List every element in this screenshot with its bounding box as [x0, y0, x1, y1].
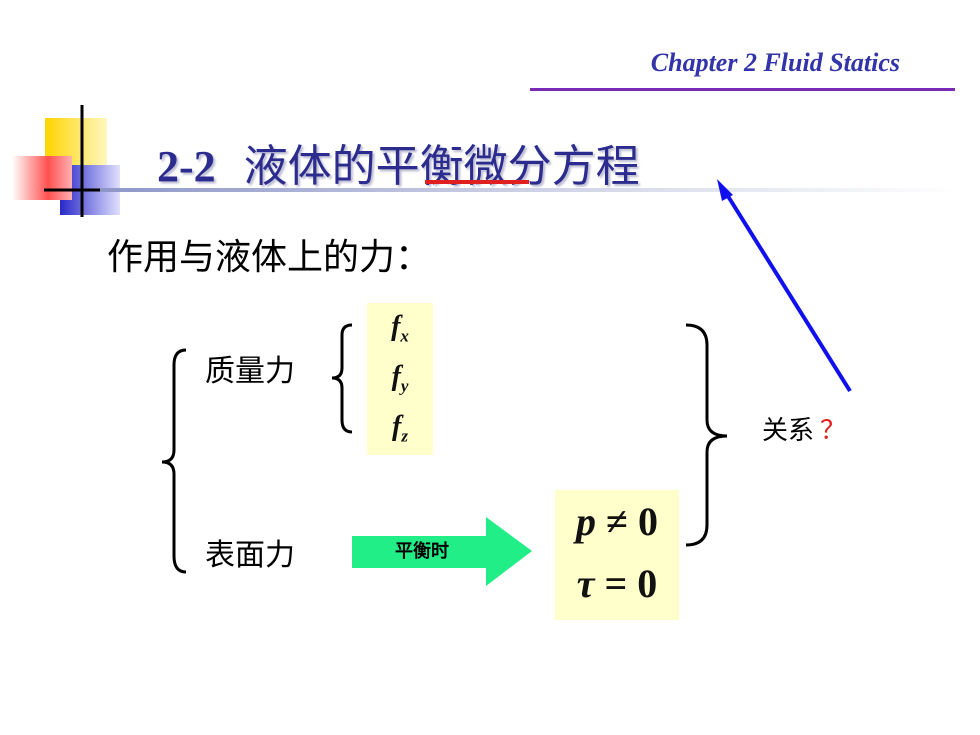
chapter-rule [530, 88, 955, 91]
balance-arrow [352, 517, 532, 586]
component-fy: fy [391, 361, 409, 396]
subtitle: 作用与液体上的力： [107, 237, 432, 278]
question-mark: ？ [820, 416, 847, 446]
mass-force-brace [331, 323, 353, 434]
right-brace [685, 323, 728, 547]
pointer-arrow-line [724, 191, 852, 393]
title-number: 2-2 [157, 142, 216, 191]
title-red-underline [425, 180, 529, 184]
component-fz: fz [392, 411, 408, 446]
chapter-header: Chapter 2 Fluid Statics [650, 48, 900, 77]
outer-left-brace [161, 348, 187, 574]
title-text-part1: 液体的 [243, 141, 376, 192]
surface-force-label: 表面力 [205, 538, 295, 573]
component-fx: fx [391, 311, 409, 346]
pressure-equation: p ≠ 0 [576, 499, 658, 544]
mass-force-components-box: fx fy fz [367, 303, 433, 455]
pointer-arrow-head [717, 179, 733, 201]
shear-equation: τ = 0 [576, 561, 658, 606]
relation-label: 关系？ [762, 410, 846, 447]
mass-force-label: 质量力 [205, 354, 295, 389]
relation-text: 关系 [762, 416, 815, 446]
title-rule [100, 188, 960, 192]
balance-arrow-label: 平衡时 [395, 541, 449, 562]
red-square [12, 156, 72, 200]
equations-box: p ≠ 0 τ = 0 [555, 490, 679, 620]
